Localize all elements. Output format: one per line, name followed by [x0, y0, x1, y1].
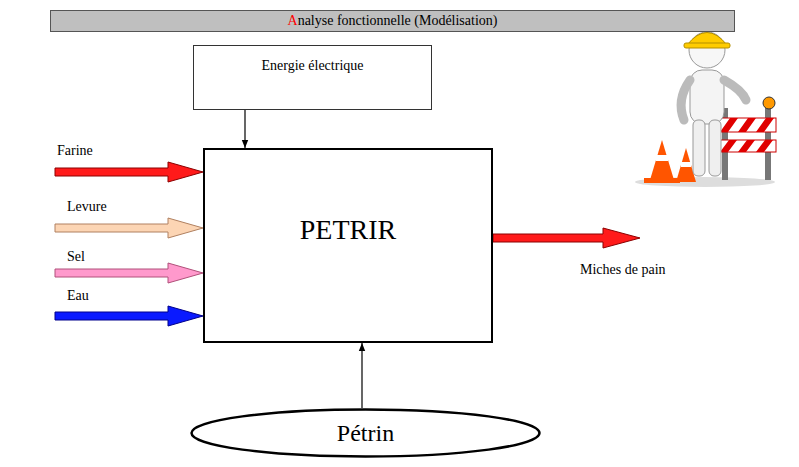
input-label: Levure: [67, 199, 107, 215]
energy-box: Energie électrique: [193, 45, 432, 110]
input-arrow: [55, 263, 203, 283]
title-text: Analyse fonctionnelle (Modélisation): [288, 13, 498, 29]
output-arrow: [493, 228, 640, 248]
node-text: PETRIR: [300, 214, 396, 246]
connector-arrow: [361, 343, 362, 408]
input-arrow: [55, 306, 203, 326]
ellipse-shape: [192, 410, 540, 457]
function-box: PETRIR: [203, 148, 493, 343]
input-arrow: [55, 218, 203, 238]
connector-arrow: [244, 110, 245, 148]
input-arrow: [55, 162, 203, 182]
output-label: Miches de pain: [580, 262, 666, 278]
node-text: Energie électrique: [262, 58, 364, 74]
worker-illustration: [635, 32, 776, 187]
input-label: Eau: [67, 288, 89, 304]
title-band: Analyse fonctionnelle (Modélisation): [50, 10, 735, 32]
input-label: Sel: [67, 249, 85, 265]
input-label: Farine: [57, 143, 93, 159]
support-ellipse: Pétrin: [190, 408, 541, 458]
node-text: Pétrin: [337, 420, 394, 447]
